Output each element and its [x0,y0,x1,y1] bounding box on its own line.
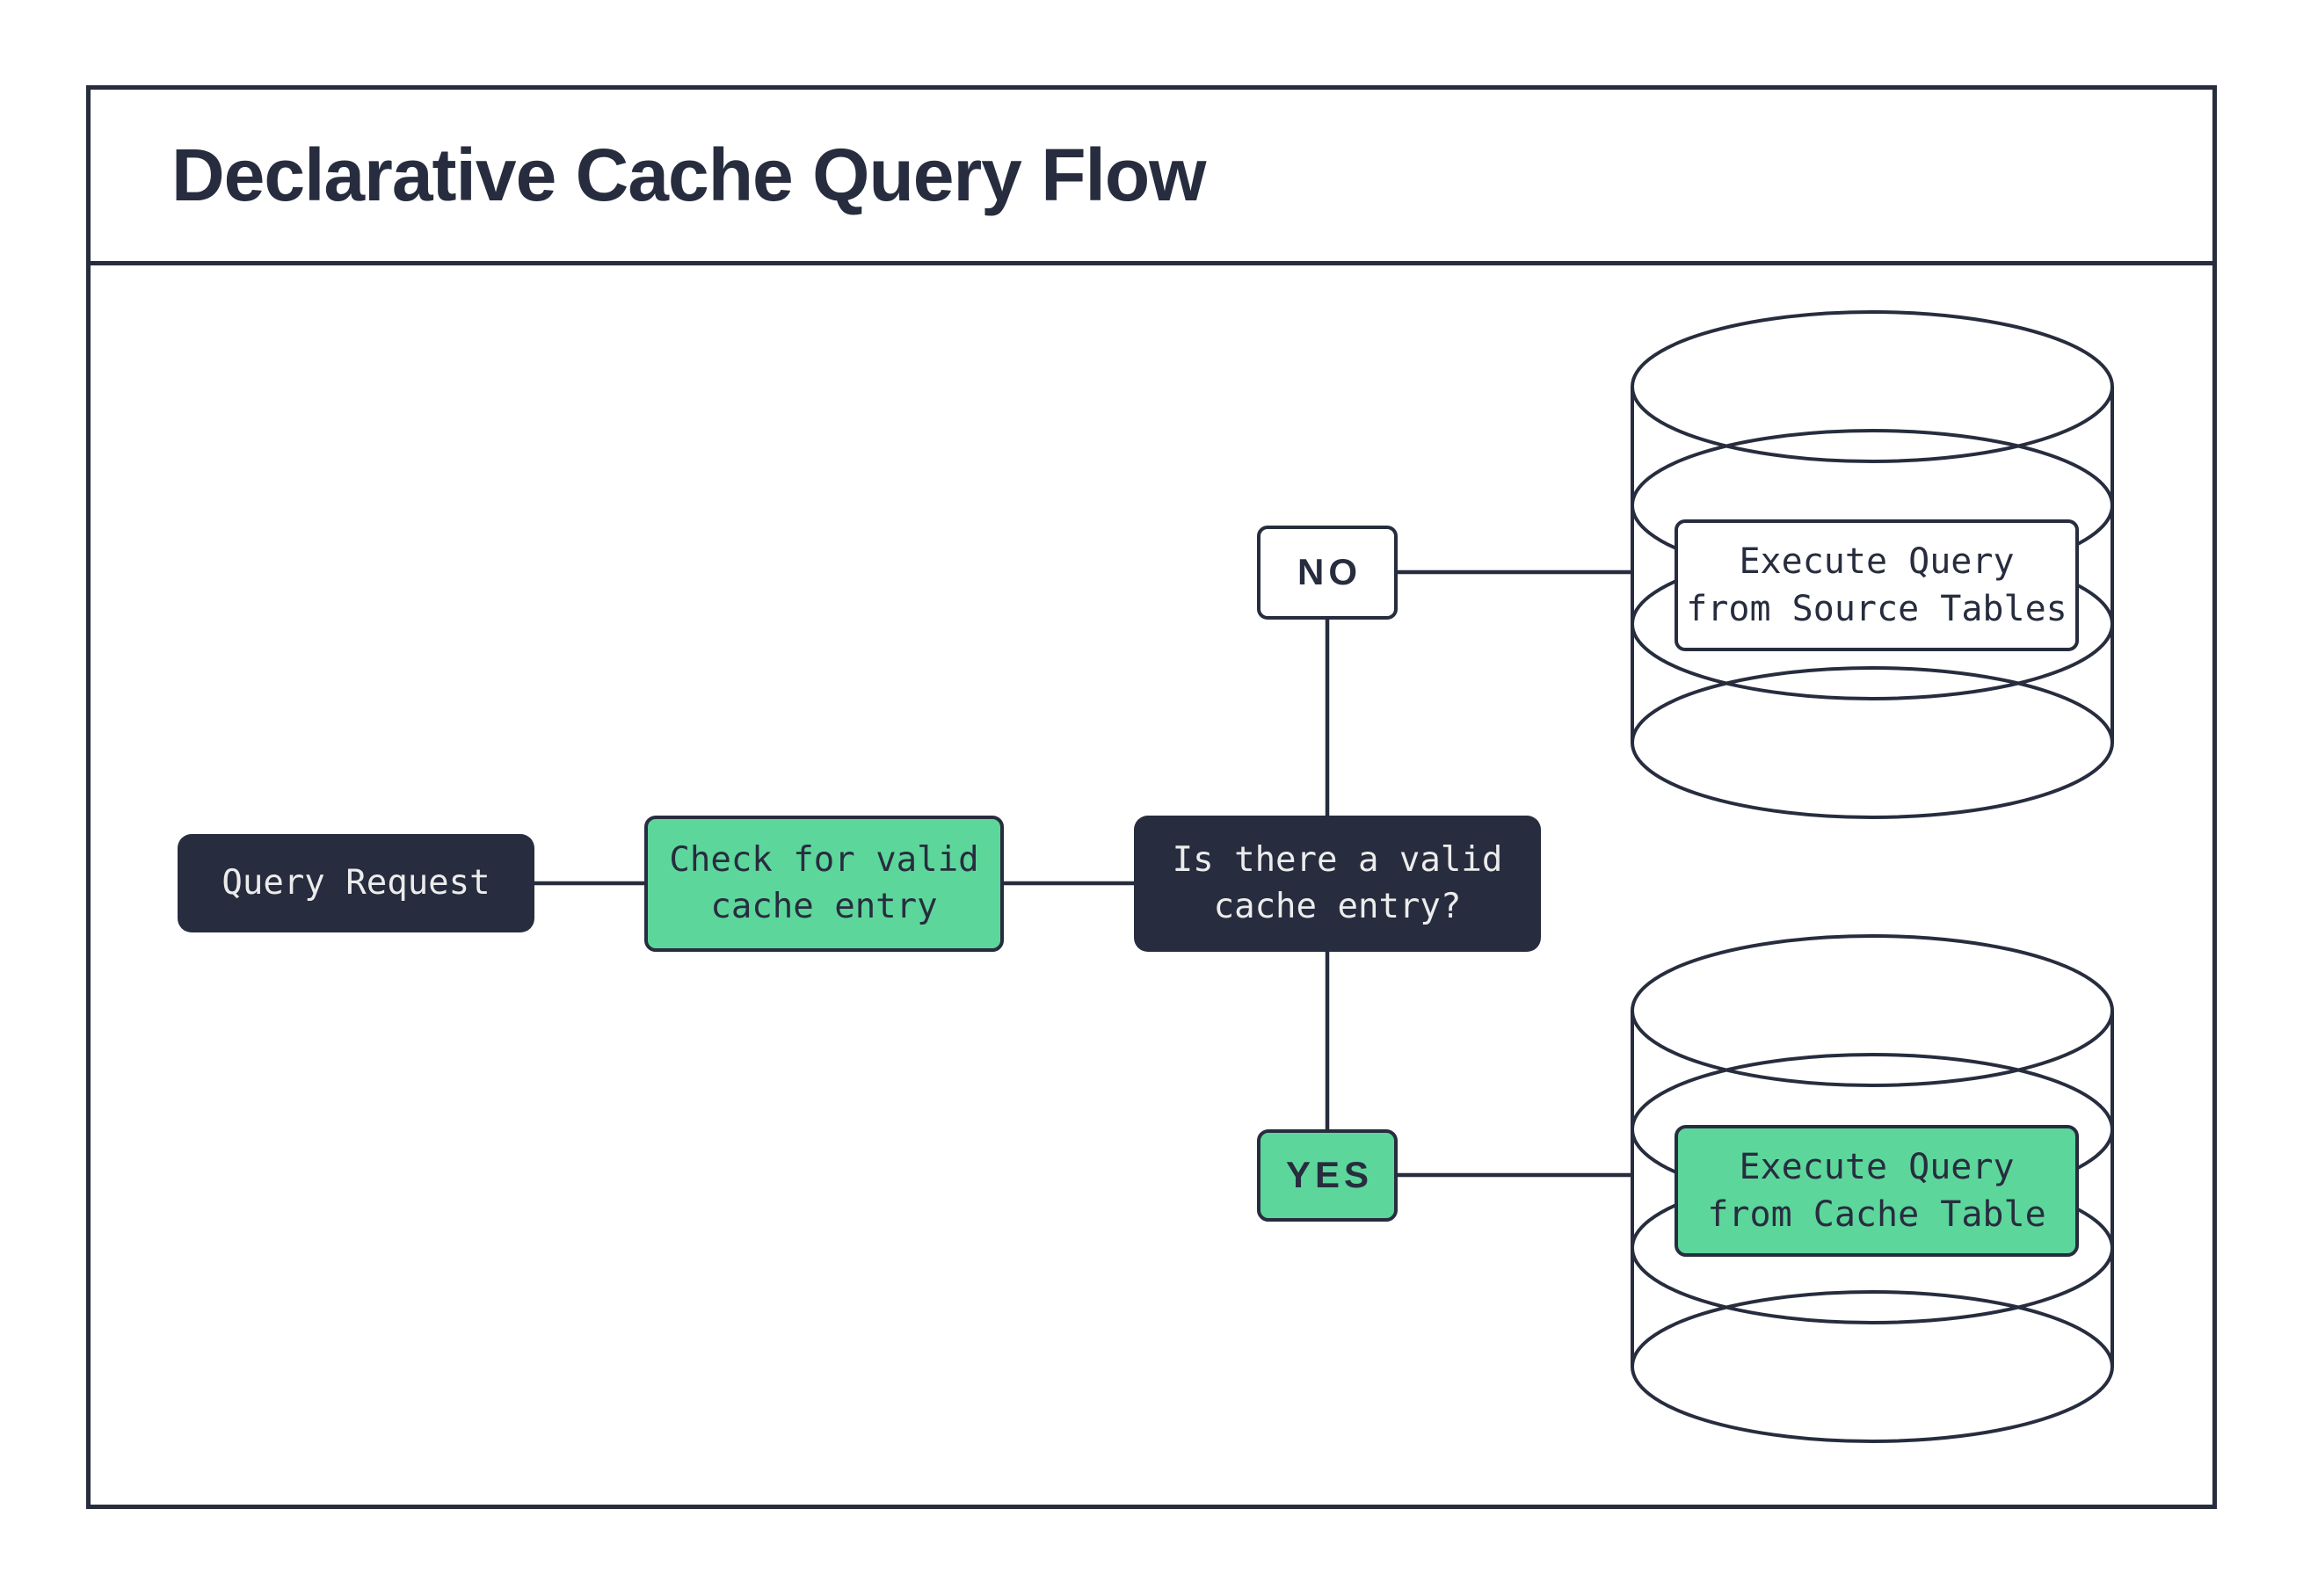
diagram-frame: Declarative Cache Query Flow [86,85,2217,1509]
branch-label-yes: YES [1257,1129,1398,1222]
node-check-cache: Check for valid cache entry [644,816,1004,952]
branch-label-no: NO [1257,526,1398,620]
node-decision-valid-cache: Is there a valid cache entry? [1134,816,1541,952]
node-execute-source-tables: Execute Query from Source Tables [1675,519,2079,651]
node-query-request: Query Request [178,834,534,932]
database-cylinder-cache-icon [1631,934,2114,1443]
node-execute-cache-table: Execute Query from Cache Table [1675,1125,2079,1257]
page-title: Declarative Cache Query Flow [171,134,1207,216]
database-cylinder-source-icon [1631,310,2114,819]
title-bar: Declarative Cache Query Flow [91,90,2212,265]
